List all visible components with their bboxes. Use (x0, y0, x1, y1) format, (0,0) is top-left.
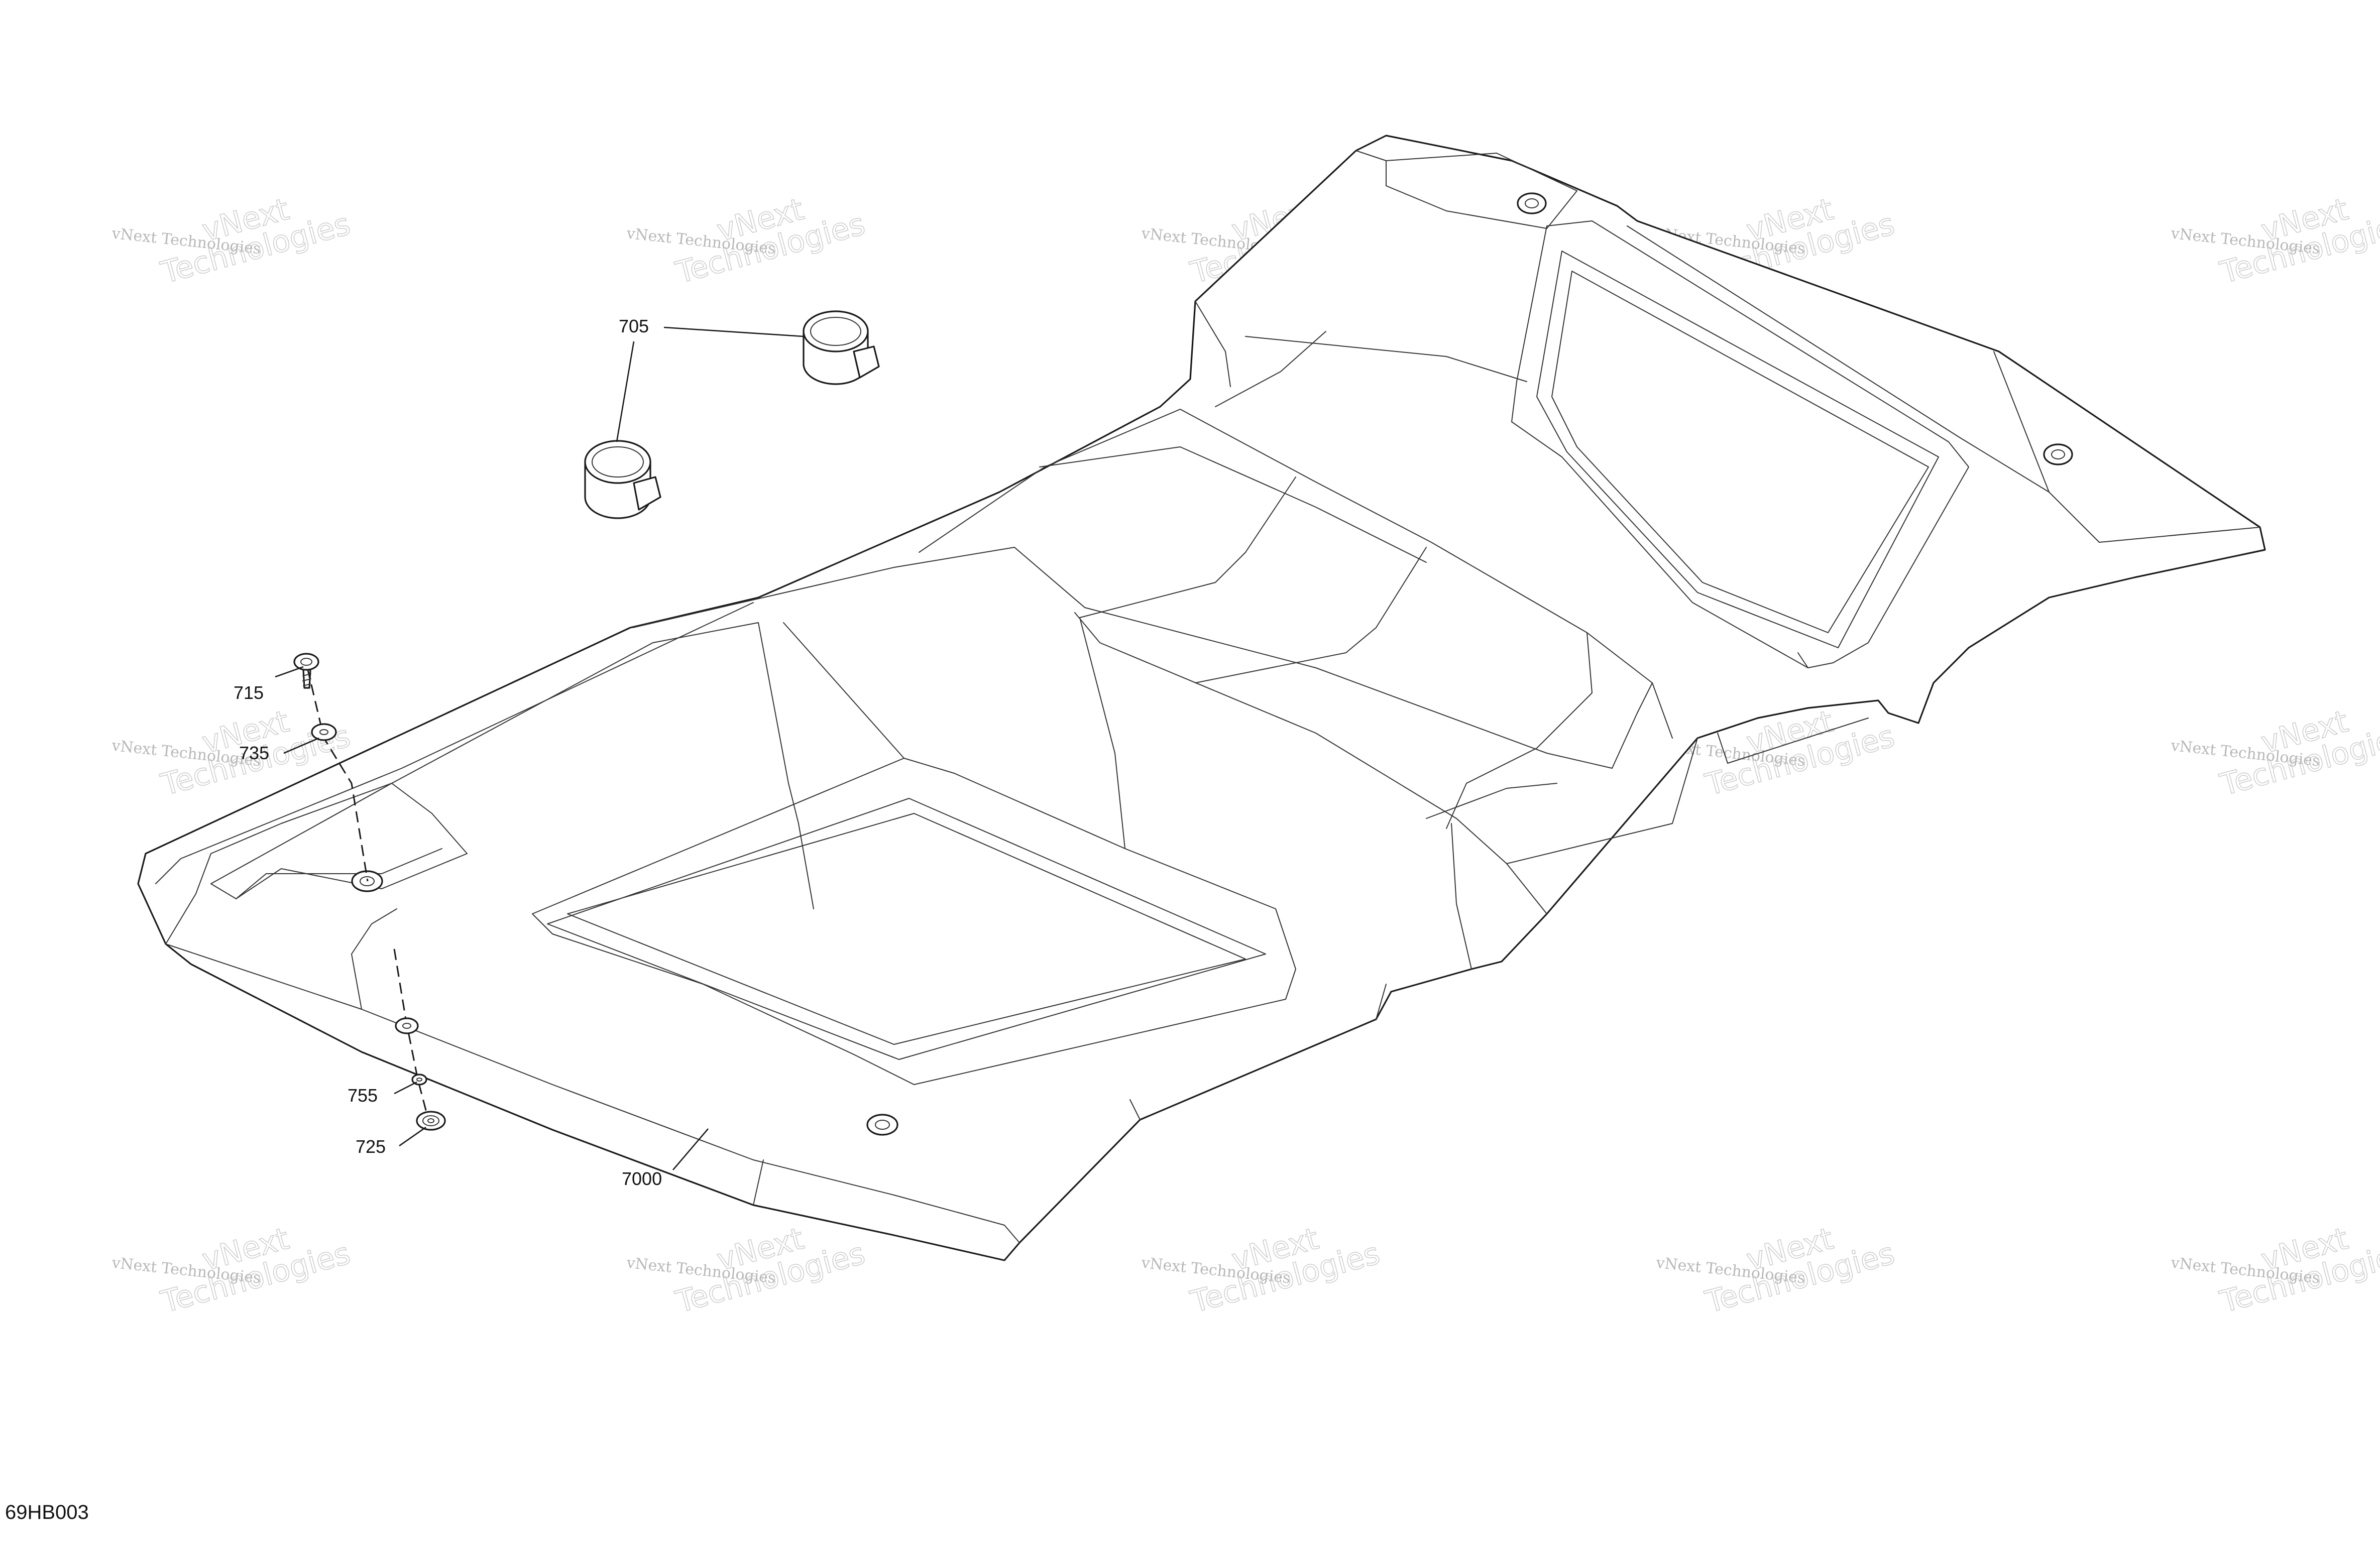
leader-7000 (672, 1128, 709, 1170)
leader-705-lower (616, 341, 635, 442)
roof-outline (137, 135, 2266, 1261)
roof-fastener-rear-tab (1517, 192, 1547, 214)
callout-715: 715 (234, 682, 264, 703)
front-left-panel-recess (532, 758, 1296, 1085)
drawing-id: 69HB003 (5, 1501, 89, 1523)
hardware-axis-upper (306, 667, 369, 882)
strap-lower (584, 440, 661, 519)
leader-715 (275, 666, 304, 678)
leader-735 (283, 737, 319, 754)
grommet-725 (416, 1111, 446, 1131)
roof-fastener-rear-right (2043, 443, 2073, 465)
hardware-axis-lower (393, 948, 429, 1120)
callout-735: 735 (239, 743, 269, 763)
front-left-recess (210, 783, 468, 899)
roof-panel (137, 135, 2266, 1261)
callout-7000: 7000 (622, 1168, 662, 1189)
callout-705: 705 (619, 316, 649, 336)
center-ridge (919, 409, 1673, 739)
leader-755 (394, 1081, 417, 1095)
rear-right-panel-recess (1511, 220, 1969, 668)
washer-735 (311, 723, 337, 741)
roof-front-edge (165, 642, 653, 944)
nut-upper (395, 1017, 419, 1034)
callout-725: 725 (356, 1136, 386, 1157)
strap-upper (803, 310, 880, 385)
roof-fastener-front-center (866, 1114, 898, 1136)
screw-715 (293, 653, 319, 689)
leader-725 (399, 1126, 426, 1147)
callout-755: 755 (348, 1085, 378, 1106)
leader-705-upper (663, 326, 804, 337)
